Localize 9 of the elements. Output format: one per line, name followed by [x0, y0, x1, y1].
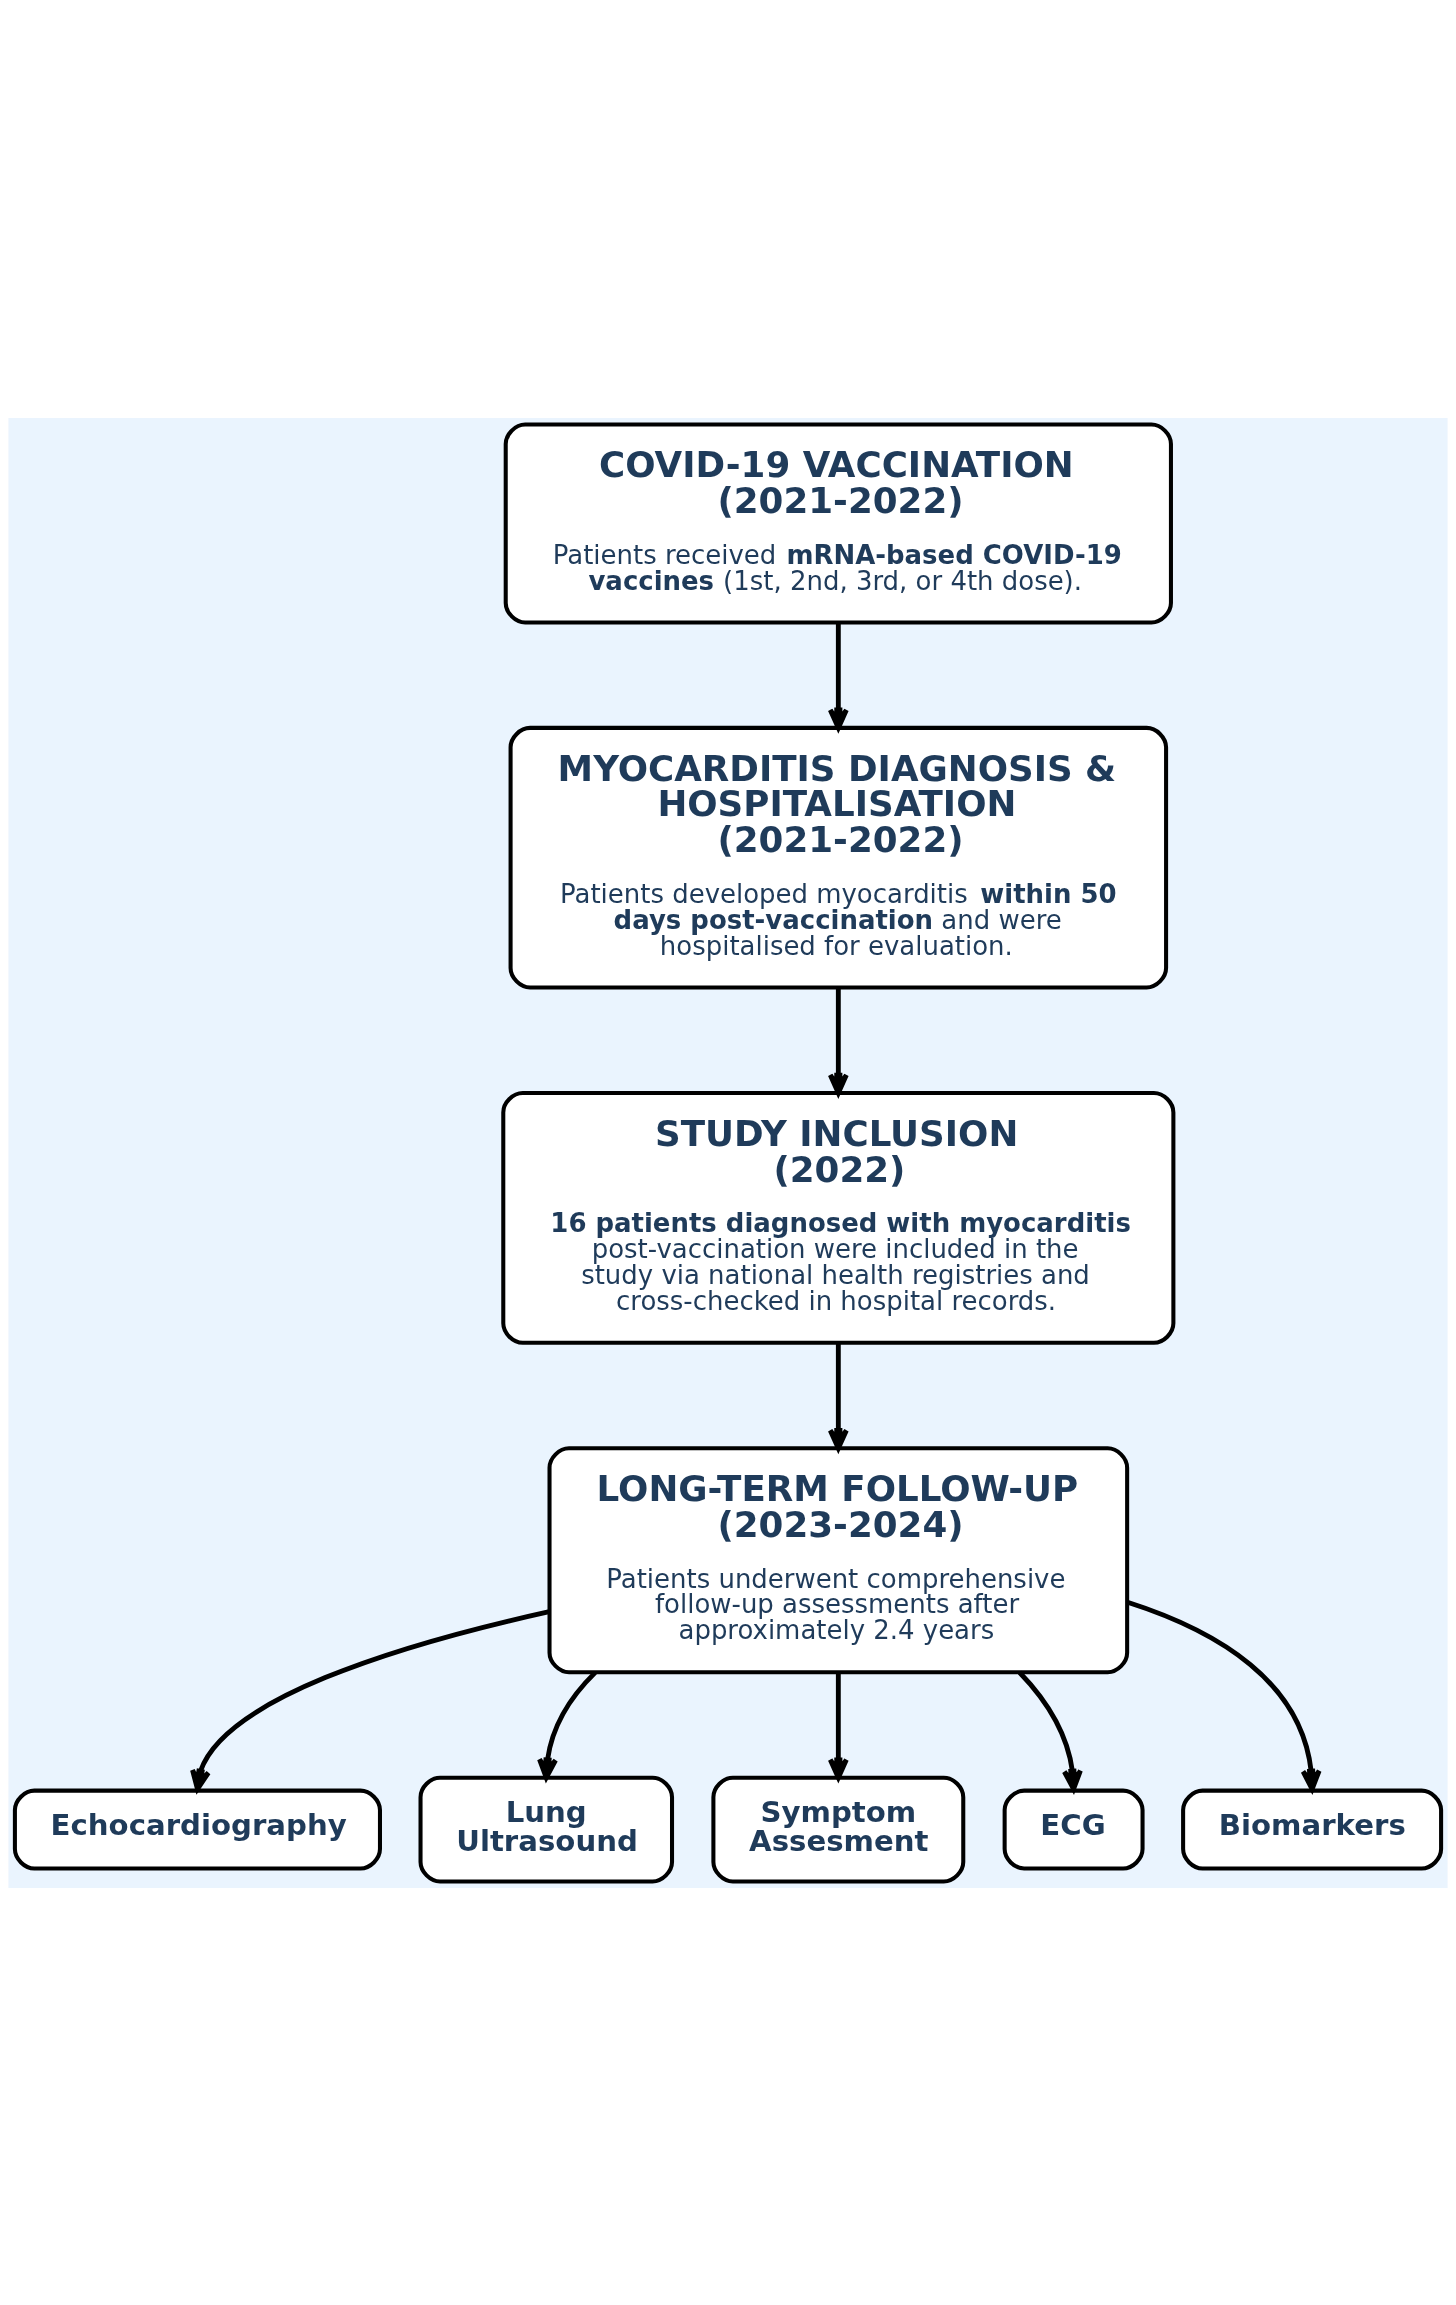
- node-box: Biomarkers: [1181, 1788, 1444, 1871]
- node-box: MYOCARDITIS DIAGNOSIS & HOSPITALISATION (2021-2022) Patients developed myocarditis within 50 days post-vaccination and were hospitalised for evaluation.: [508, 725, 1169, 990]
- node-box: ECG: [1002, 1788, 1145, 1871]
- node-box: Lung Ultrasound: [418, 1775, 675, 1884]
- node-box: Echocardiography: [12, 1788, 382, 1871]
- node-box: STUDY INCLUSION (2022) 16 patients diagnosed with myocarditis post-vaccination were included in the study via national health registries and cross-checked in hospital records.: [501, 1090, 1176, 1345]
- node-box: LONG-TERM FOLLOW-UP (2023-2024) Patients underwent comprehensive follow-up assessments after approximately 2.4 years: [547, 1445, 1130, 1674]
- node-box: COVID-19 VACCINATION (2021-2022) Patients received mRNA-based COVID-19 vaccines (1st, 2nd, 3rd, or 4th dose).: [503, 421, 1173, 624]
- node-box: Symptom Assesment: [711, 1775, 966, 1884]
